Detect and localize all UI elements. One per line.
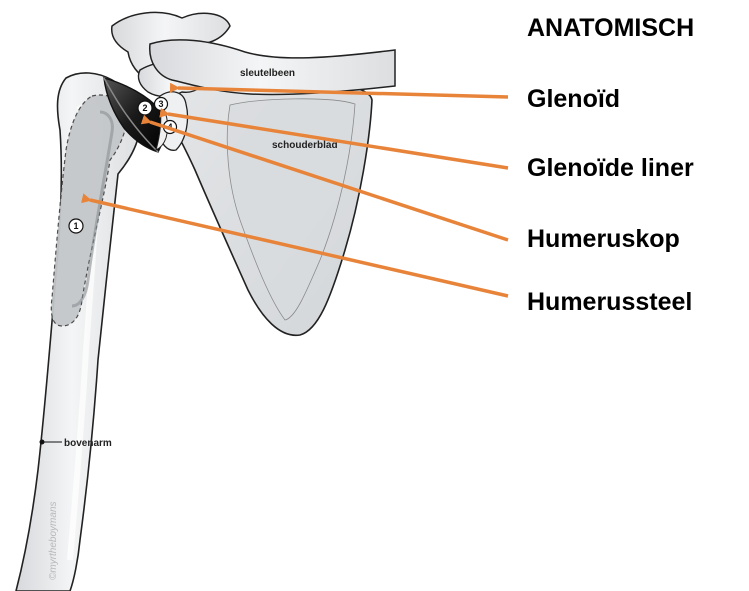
part-marker-2: 2: [138, 101, 152, 115]
svg-text:1: 1: [73, 221, 78, 231]
callout-glenoid-liner: Glenoïde liner: [527, 153, 694, 183]
heading-anatomisch: ANATOMISCH: [527, 13, 694, 43]
part-marker-3: 3: [155, 98, 168, 111]
svg-text:2: 2: [142, 103, 147, 113]
part-marker-1: 1: [69, 219, 83, 233]
label-bovenarm: bovenarm: [64, 438, 112, 449]
callout-humerussteel: Humerussteel: [527, 287, 692, 317]
credit-text: ©myrtheboymans: [48, 501, 59, 580]
callout-humeruskop: Humeruskop: [527, 224, 680, 254]
label-sleutelbeen: sleutelbeen: [240, 68, 295, 79]
callout-glenoid: Glenoïd: [527, 84, 620, 114]
svg-text:3: 3: [158, 99, 163, 109]
label-schouderblad: schouderblad: [272, 140, 338, 151]
